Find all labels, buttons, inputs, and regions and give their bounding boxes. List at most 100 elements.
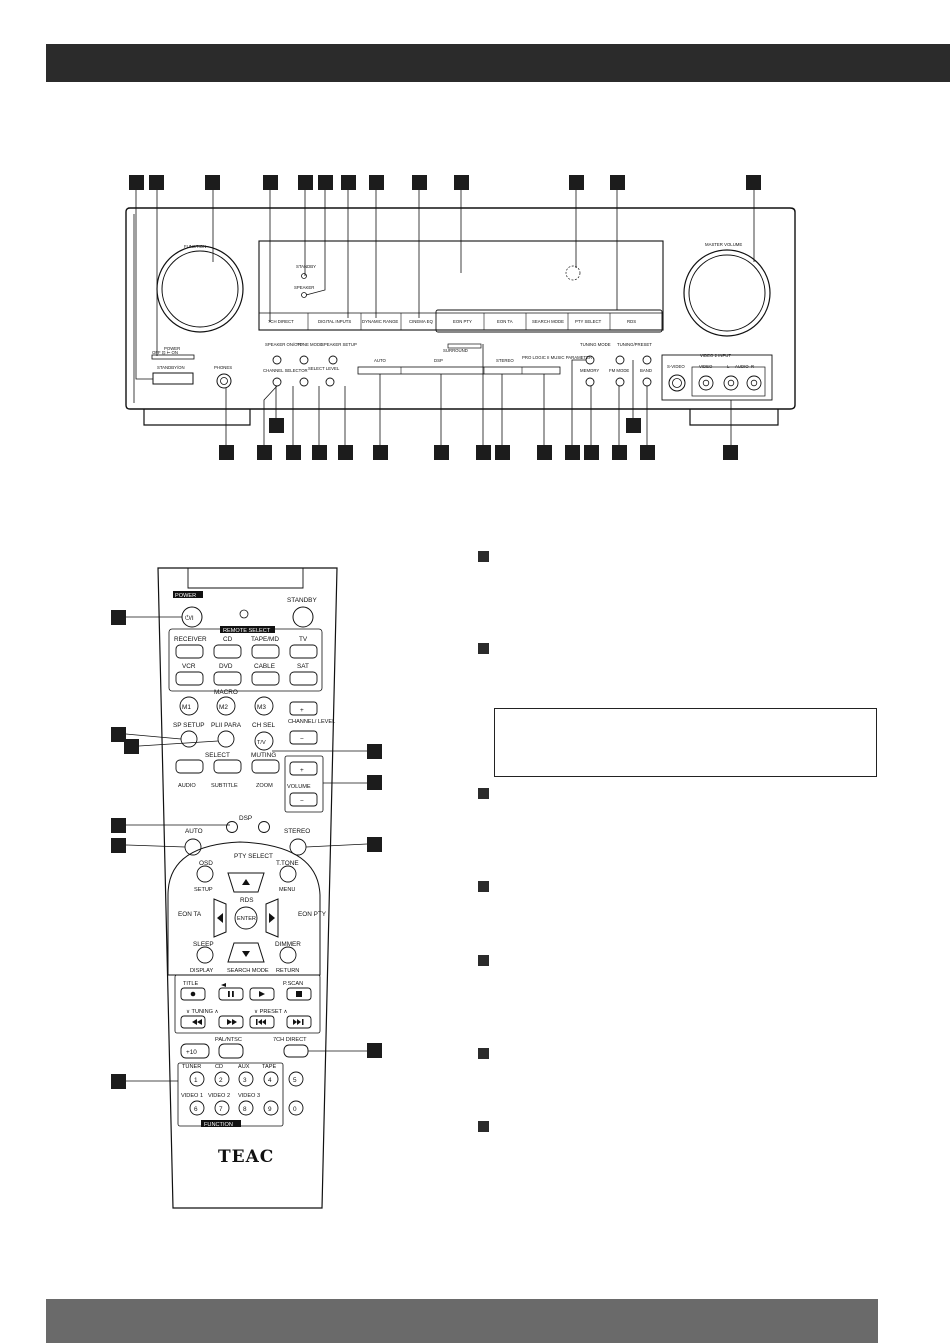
display-button-cinema-eq[interactable]: CINEMA EQ: [409, 319, 434, 324]
preset-down-button[interactable]: [249, 1015, 275, 1029]
preset-up-button[interactable]: [286, 1015, 312, 1029]
display-button-rds[interactable]: RDS: [627, 319, 636, 324]
muting-label: MUTING: [251, 752, 276, 759]
digit-9-label: 9: [268, 1106, 272, 1113]
left-key[interactable]: [213, 898, 227, 938]
cd-button[interactable]: [213, 644, 242, 659]
volume-down-button[interactable]: [289, 792, 318, 807]
pause-icon: [228, 991, 230, 997]
m3-label: M3: [257, 704, 266, 711]
digit-4-label: 4: [268, 1077, 272, 1084]
select-left-button[interactable]: [175, 759, 204, 774]
right-key[interactable]: [265, 898, 279, 938]
cable-button[interactable]: [251, 671, 280, 686]
m2-label: M2: [219, 704, 228, 711]
m3-button[interactable]: [254, 696, 274, 716]
memory-label: MEMORY: [580, 368, 599, 373]
tuning-up-button[interactable]: [218, 1015, 244, 1029]
play-button[interactable]: [249, 987, 275, 1001]
remote-labels: POWER ⏻/I STANDBY REMOTE SELECT RECEIVER…: [173, 591, 335, 1167]
plii-label: PRO LOGIC II MUSIC PARAMETER: [522, 355, 592, 360]
digit-4-button[interactable]: [263, 1071, 279, 1087]
sleep-button[interactable]: [196, 946, 214, 964]
tape-md-button[interactable]: [251, 644, 280, 659]
digit-6-button[interactable]: [189, 1100, 205, 1116]
up-key[interactable]: [227, 872, 265, 893]
jack-label-audio: AUDIO: [735, 364, 749, 369]
phones-label: PHONES: [214, 365, 232, 370]
volume-up-button[interactable]: [289, 761, 318, 776]
speaker-setup-label: SPEAKER SETUP: [321, 342, 357, 347]
display-button-eon-pty[interactable]: EON PTY: [453, 319, 472, 324]
enter-button[interactable]: [234, 906, 258, 930]
plii-para-button[interactable]: [217, 730, 235, 748]
ch-sel-button[interactable]: [254, 731, 274, 751]
7ch-direct-button[interactable]: [283, 1044, 309, 1058]
jack-label-s-video: S-VIDEO: [667, 364, 685, 369]
select-label: SELECT: [205, 752, 230, 759]
down-arrow-icon: [242, 951, 250, 957]
digit-9-button[interactable]: [263, 1100, 279, 1116]
digit-3-button[interactable]: [238, 1071, 254, 1087]
dimmer-button[interactable]: [279, 946, 297, 964]
dsp-right-button[interactable]: [258, 821, 270, 833]
tv-button[interactable]: [289, 644, 318, 659]
dsp-left-button[interactable]: [226, 821, 238, 833]
m1-button[interactable]: [179, 696, 199, 716]
pause-button[interactable]: [218, 987, 244, 1001]
channel-level-label: CHANNEL/ LEVEL: [288, 719, 335, 725]
digit-1-button[interactable]: [189, 1071, 205, 1087]
receiver-button[interactable]: [175, 644, 204, 659]
stereo-button[interactable]: [289, 838, 307, 856]
speaker-led-label: SPEAKER: [294, 285, 314, 290]
display-button-7ch-direct[interactable]: 7CH DIRECT: [268, 319, 294, 324]
receiver-label: RECEIVER: [174, 636, 207, 643]
m2-button[interactable]: [216, 696, 236, 716]
display-button-search-mode[interactable]: SEARCH MODE: [532, 319, 564, 324]
aux-label: AUX: [238, 1064, 250, 1070]
digit-0-button[interactable]: [288, 1100, 304, 1116]
speaker-on-off-label: SPEAKER ON/OFF: [265, 342, 303, 347]
sat-button[interactable]: [289, 671, 318, 686]
select-right-button[interactable]: [213, 759, 242, 774]
left-arrow-icon: [217, 913, 223, 923]
tuning-down-button[interactable]: [180, 1015, 206, 1029]
muting-button[interactable]: [251, 759, 280, 774]
video2-label: VIDEO 2: [208, 1093, 230, 1099]
channel-minus-button[interactable]: [289, 730, 318, 745]
ttone-button[interactable]: [279, 865, 297, 883]
dvd-label: DVD: [219, 663, 233, 670]
digit-5-button[interactable]: [288, 1071, 304, 1087]
display-button-digital-inputs[interactable]: DIGITAL INPUTS: [318, 319, 351, 324]
display-button-dynamic-range[interactable]: DYNAMIC RANGE: [362, 319, 398, 324]
auto-label: AUTO: [185, 828, 203, 835]
volume-label: VOLUME: [287, 784, 311, 790]
sp-setup-button[interactable]: [180, 730, 198, 748]
osd-button[interactable]: [196, 865, 214, 883]
record-button[interactable]: [180, 987, 206, 1001]
channel-plus-button[interactable]: [289, 701, 318, 716]
master-volume-label: MASTER VOLUME: [705, 242, 742, 247]
display-button-eon-ta[interactable]: EON TA: [497, 319, 513, 324]
digit-2-button[interactable]: [214, 1071, 230, 1087]
sleep-label: SLEEP: [193, 941, 214, 948]
function-knob: [156, 245, 244, 333]
stereo-label: STEREO: [496, 358, 514, 363]
digit-7-button[interactable]: [214, 1100, 230, 1116]
stop-button[interactable]: [286, 987, 312, 1001]
auto-label: AUTO: [374, 358, 387, 363]
digit-8-button[interactable]: [238, 1100, 254, 1116]
plus10-button[interactable]: [180, 1043, 210, 1059]
dvd-button[interactable]: [213, 671, 242, 686]
header-bar: [46, 44, 950, 82]
tuning-preset-label: TUNING/PRESET: [617, 342, 652, 347]
vcr-button[interactable]: [175, 671, 204, 686]
function-label: FUNCTION: [204, 1122, 233, 1128]
menu-label: MENU: [279, 887, 295, 893]
pal-ntsc-button[interactable]: [218, 1043, 244, 1059]
description-marker: [478, 643, 489, 654]
display-button-pty-select[interactable]: PTY SELECT: [575, 319, 602, 324]
volume-plus-symbol: +: [300, 767, 304, 774]
down-key[interactable]: [227, 942, 265, 963]
